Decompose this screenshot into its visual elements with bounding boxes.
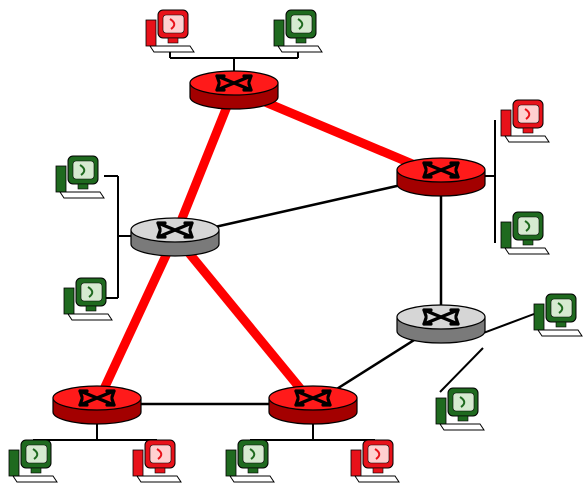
computer-icon-h-left-1 [55, 155, 105, 199]
computer-screen-glyph [374, 448, 381, 460]
computer-screen-glyph [32, 448, 39, 460]
computer-tower [63, 287, 75, 315]
computer-screen-glyph [79, 164, 86, 176]
router-arrows-icon [215, 74, 253, 92]
computer-stand [372, 467, 384, 474]
computer-stand [154, 467, 166, 474]
router-icon-r-mid-right [396, 304, 486, 344]
computer-tower [500, 221, 512, 249]
computer-icon-h-midright-1 [533, 293, 583, 337]
router-arrows-icon [422, 161, 460, 179]
link-r-left-r-right [174, 174, 442, 238]
computer-stand [167, 37, 179, 44]
computer-screen-glyph [297, 18, 304, 30]
link-r-left-r-bottom-mid [171, 233, 317, 407]
computer-keyboard [504, 135, 550, 143]
computer-keyboard [136, 475, 182, 483]
computer-icon-h-right-1 [500, 99, 550, 143]
computer-keyboard [67, 313, 113, 321]
computer-screen-glyph [557, 302, 564, 314]
router-arrows-icon [156, 221, 194, 239]
computer-stand [295, 37, 307, 44]
computer-icon-h-left-2 [63, 277, 113, 321]
computer-icon-h-midright-2 [435, 387, 485, 431]
router-icon-r-right [396, 157, 486, 197]
computer-keyboard [439, 423, 485, 431]
access-line [439, 347, 484, 393]
computer-stand [522, 127, 534, 134]
computer-icon-h-bl-2 [132, 439, 182, 483]
computer-icon-h-bl-1 [8, 439, 58, 483]
computer-tower [435, 397, 447, 425]
computer-tower [145, 19, 157, 47]
computer-keyboard [12, 475, 58, 483]
computer-tower [8, 449, 20, 477]
hosts-layer [8, 9, 583, 483]
computer-icon-h-right-2 [500, 211, 550, 255]
computer-icon-h-bm-1 [225, 439, 275, 483]
computer-tower [225, 449, 237, 477]
link-r-left-r-bottom-left [92, 234, 180, 406]
computer-keyboard [354, 475, 400, 483]
computer-keyboard [229, 475, 275, 483]
computer-screen-glyph [524, 108, 531, 120]
computer-keyboard [504, 247, 550, 255]
computer-keyboard [59, 191, 105, 199]
computer-tower [500, 109, 512, 137]
computer-icon-h-top-1 [145, 9, 195, 53]
computer-stand [85, 305, 97, 312]
link-r-top-r-left [170, 87, 239, 238]
computer-tower [273, 19, 285, 47]
computer-tower [350, 449, 362, 477]
computer-icon-h-top-2 [273, 9, 323, 53]
computer-screen-glyph [459, 396, 466, 408]
computer-tower [132, 449, 144, 477]
computer-screen-glyph [169, 18, 176, 30]
router-arrows-icon [422, 308, 460, 326]
links-layer [92, 84, 443, 407]
computer-screen-glyph [524, 220, 531, 232]
computer-stand [555, 321, 567, 328]
router-arrows-icon [294, 389, 332, 407]
computer-stand [247, 467, 259, 474]
computer-stand [30, 467, 42, 474]
computer-screen-glyph [249, 448, 256, 460]
router-arrows-icon [78, 389, 116, 407]
computer-stand [522, 239, 534, 246]
computer-tower [55, 165, 67, 193]
computer-screen-glyph [156, 448, 163, 460]
computer-icon-h-bm-2 [350, 439, 400, 483]
router-icon-r-bottom-mid [268, 385, 358, 425]
router-icon-r-bottom-left [52, 385, 142, 425]
computer-keyboard [277, 45, 323, 53]
computer-keyboard [149, 45, 195, 53]
computer-keyboard [537, 329, 583, 337]
computer-screen-glyph [87, 286, 94, 298]
computer-tower [533, 303, 545, 331]
router-icon-r-top [189, 70, 279, 110]
routers-layer [52, 70, 486, 425]
router-icon-r-left [130, 217, 220, 257]
computer-stand [77, 183, 89, 190]
computer-stand [457, 415, 469, 422]
